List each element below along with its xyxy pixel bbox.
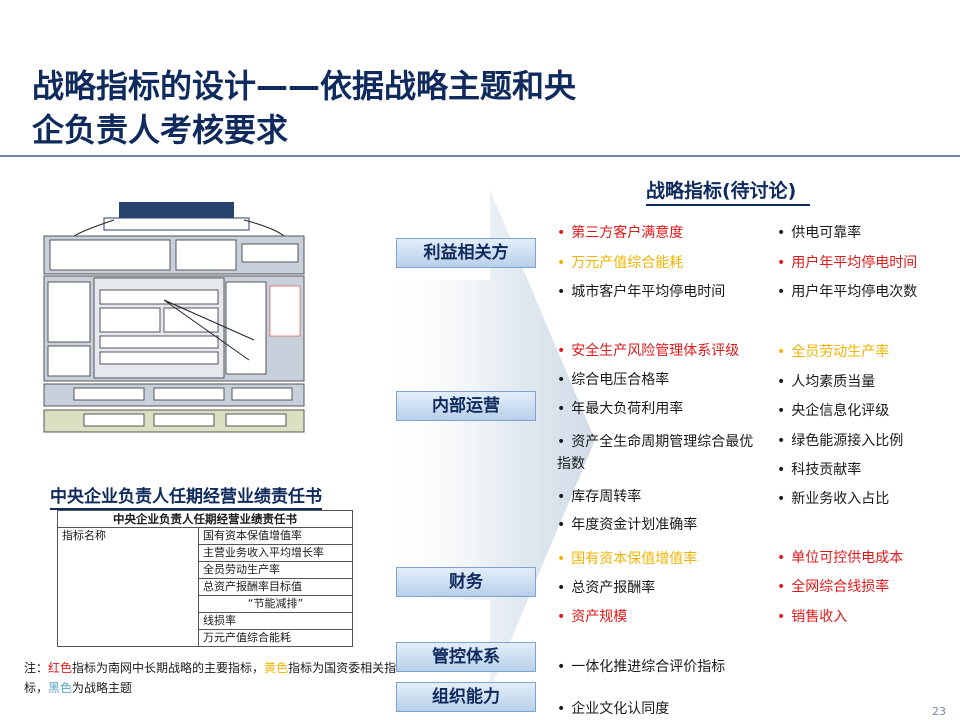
indicator-item: 企业文化认同度 [557,698,669,720]
indicator-item: 用户年平均停电次数 [777,281,917,303]
footnote-text: 指标为南网中长期战略的主要指标， [72,661,265,675]
footnote: 注：红色指标为南网中长期战略的主要指标，黄色指标为国资委相关指标，黑色为战略主题 [24,658,404,698]
table-cell: 线损率 [198,612,353,630]
indicator-item: 总资产报酬率 [557,577,655,599]
table-col-label: 指标名称 [57,527,199,647]
strategy-map-diagram [14,200,314,440]
indicator-item: 年度资金计划准确率 [557,514,697,536]
arrow-shape [380,190,595,690]
indicator-item: 安全生产风险管理体系评级 [557,340,739,362]
indicator-item: 一体化推进综合评价指标 [557,656,725,678]
indicator-item: 用户年平均停电时间 [777,252,917,274]
indicator-item: 综合电压合格率 [557,369,669,391]
table-cell: 全员劳动生产率 [198,561,353,579]
page-number: 23 [932,705,946,718]
indicator-item: 绿色能源接入比例 [777,430,903,452]
table-cell: 总资产报酬率目标值 [198,578,353,596]
indicator-item: 资产全生命周期管理综合最优指数 [557,431,767,475]
category-org: 组织能力 [396,682,536,712]
footnote-prefix: 注： [24,661,49,675]
responsibility-title: 中央企业负责人任期经营业绩责任书 [50,486,322,510]
footnote-yellow: 黄色 [264,661,289,675]
table-row: 线损率 [58,612,353,630]
category-finance: 财务 [396,567,536,597]
indicator-item: 单位可控供电成本 [777,547,903,569]
indicator-item: 新业务收入占比 [777,488,889,510]
indicator-item: 人均素质当量 [777,371,875,393]
category-operation: 内部运营 [396,391,536,421]
table-row: 万元产值综合能耗 [58,629,353,647]
table-cell: 万元产值综合能耗 [198,629,353,647]
indicator-item: 科技贡献率 [777,459,861,481]
table-row: “节能减排” [58,595,353,613]
table-cell: “节能减排” [198,595,353,613]
indicator-item: 销售收入 [777,606,847,628]
indicator-item: 万元产值综合能耗 [557,252,683,274]
indicator-item: 国有资本保值增值率 [557,548,697,570]
footnote-text: 为战略主题 [72,681,133,695]
indicator-item: 全网综合线损率 [777,576,889,598]
footnote-black: 黑色 [48,681,73,695]
category-control: 管控体系 [396,642,536,672]
footnote-text: 指标为国资委相关指标， [24,661,397,695]
table-cell: 主营业务收入平均增长率 [198,544,353,562]
title-divider [0,155,960,157]
indicator-item: 库存周转率 [557,486,641,508]
slide-title-line-2: 企负责人考核要求 [32,111,289,149]
indicator-item: 资产规模 [557,606,627,628]
footnote-red: 红色 [48,661,73,675]
indicator-item: 年最大负荷利用率 [557,398,683,420]
indicator-item: 央企信息化评级 [777,400,889,422]
category-stakeholder: 利益相关方 [396,238,536,268]
indicator-item: 全员劳动生产率 [777,341,889,363]
indicator-item: 城市客户年平均停电时间 [557,281,725,303]
table-row: 中央企业负责人任期经营业绩责任书 [57,510,353,528]
table-row: 指标名称 国有资本保值增值率 [57,527,353,647]
arrow-graphic [380,190,595,690]
slide-title: 战略指标的设计——依据战略主题和央 企负责人考核要求 [32,64,576,152]
indicator-item: 第三方客户满意度 [557,222,683,244]
indicator-heading: 战略指标(待讨论) [646,176,811,206]
slide-title-line-1: 战略指标的设计——依据战略主题和央 [32,67,577,105]
table-header: 中央企业负责人任期经营业绩责任书 [57,510,353,528]
responsibility-table: 中央企业负责人任期经营业绩责任书 指标名称 国有资本保值增值率 主营业务收入平均… [57,510,353,647]
indicator-item: 供电可靠率 [777,222,861,244]
table-cell: 国有资本保值增值率 [198,527,353,545]
